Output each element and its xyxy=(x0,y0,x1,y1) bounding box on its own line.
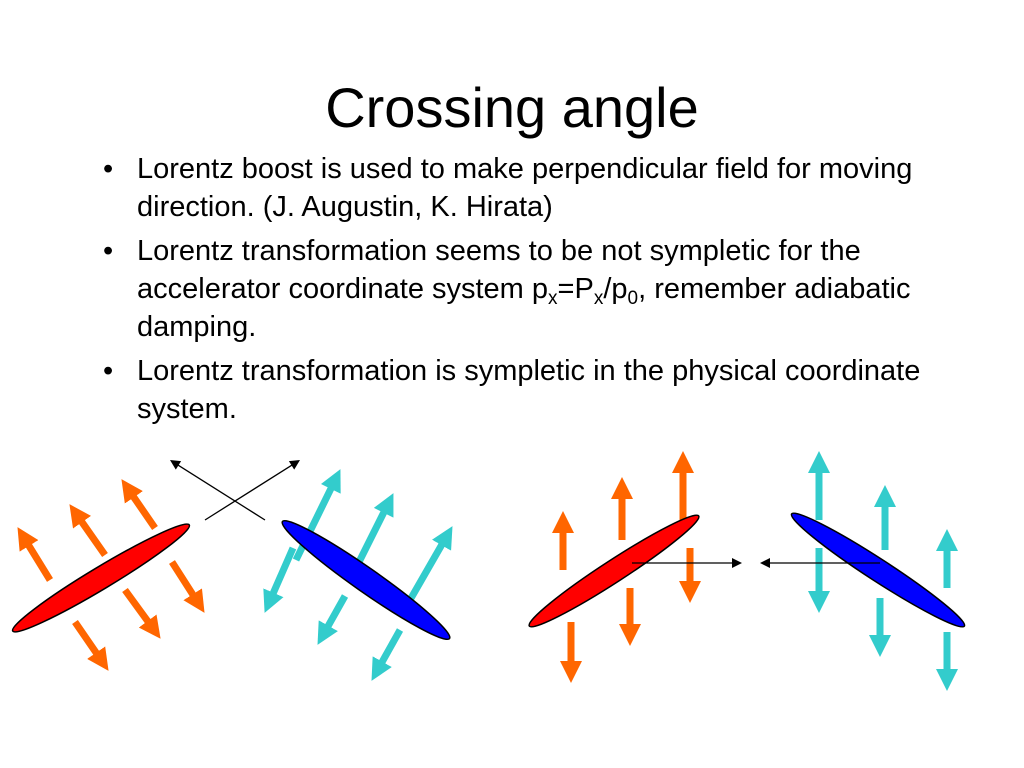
crossing-angle-diagram xyxy=(11,451,966,691)
bullet-text: =P xyxy=(557,273,594,305)
field-arrow-orange xyxy=(72,620,109,671)
red-beam xyxy=(528,514,700,628)
bullet-text: /p xyxy=(603,273,628,305)
blue-beam xyxy=(281,519,451,641)
bullet-list: • Lorentz boost is used to make perpendi… xyxy=(95,150,975,434)
field-arrow-orange xyxy=(169,560,205,613)
field-arrow-orange xyxy=(122,587,161,639)
field-arrow-cyan xyxy=(263,546,297,613)
bullet-text: , remember adiabatic damping. xyxy=(137,273,911,343)
red-beam xyxy=(11,523,191,633)
field-arrow-orange xyxy=(69,504,108,558)
field-arrow-cyan xyxy=(406,526,453,602)
field-arrow-cyan xyxy=(317,594,349,645)
field-arrow-cyan xyxy=(371,628,404,681)
bullet-text: Lorentz transformation is sympletic in t… xyxy=(137,355,921,425)
subscript: x xyxy=(593,288,604,309)
bullet-dot: • xyxy=(103,355,114,387)
crossing-arrow-left xyxy=(170,459,266,521)
subscript: x xyxy=(548,288,558,309)
bullet-item: • Lorentz transformation is sympletic in… xyxy=(95,352,975,428)
subscript: 0 xyxy=(627,288,639,309)
slide-title: Crossing angle xyxy=(325,76,699,139)
bullet-item: • Lorentz boost is used to make perpendi… xyxy=(95,150,975,226)
bullet-text: Lorentz transformation seems to be not s… xyxy=(137,235,861,305)
blue-beam xyxy=(790,512,966,628)
bullet-text: Lorentz boost is used to make perpendicu… xyxy=(137,153,913,223)
bullet-dot: • xyxy=(103,153,114,185)
field-arrow-orange xyxy=(17,527,53,582)
crossing-arrow-right xyxy=(204,459,300,521)
field-arrow-orange xyxy=(121,479,158,530)
bullet-item: • Lorentz transformation seems to be not… xyxy=(95,232,975,346)
bullet-dot: • xyxy=(103,235,114,267)
